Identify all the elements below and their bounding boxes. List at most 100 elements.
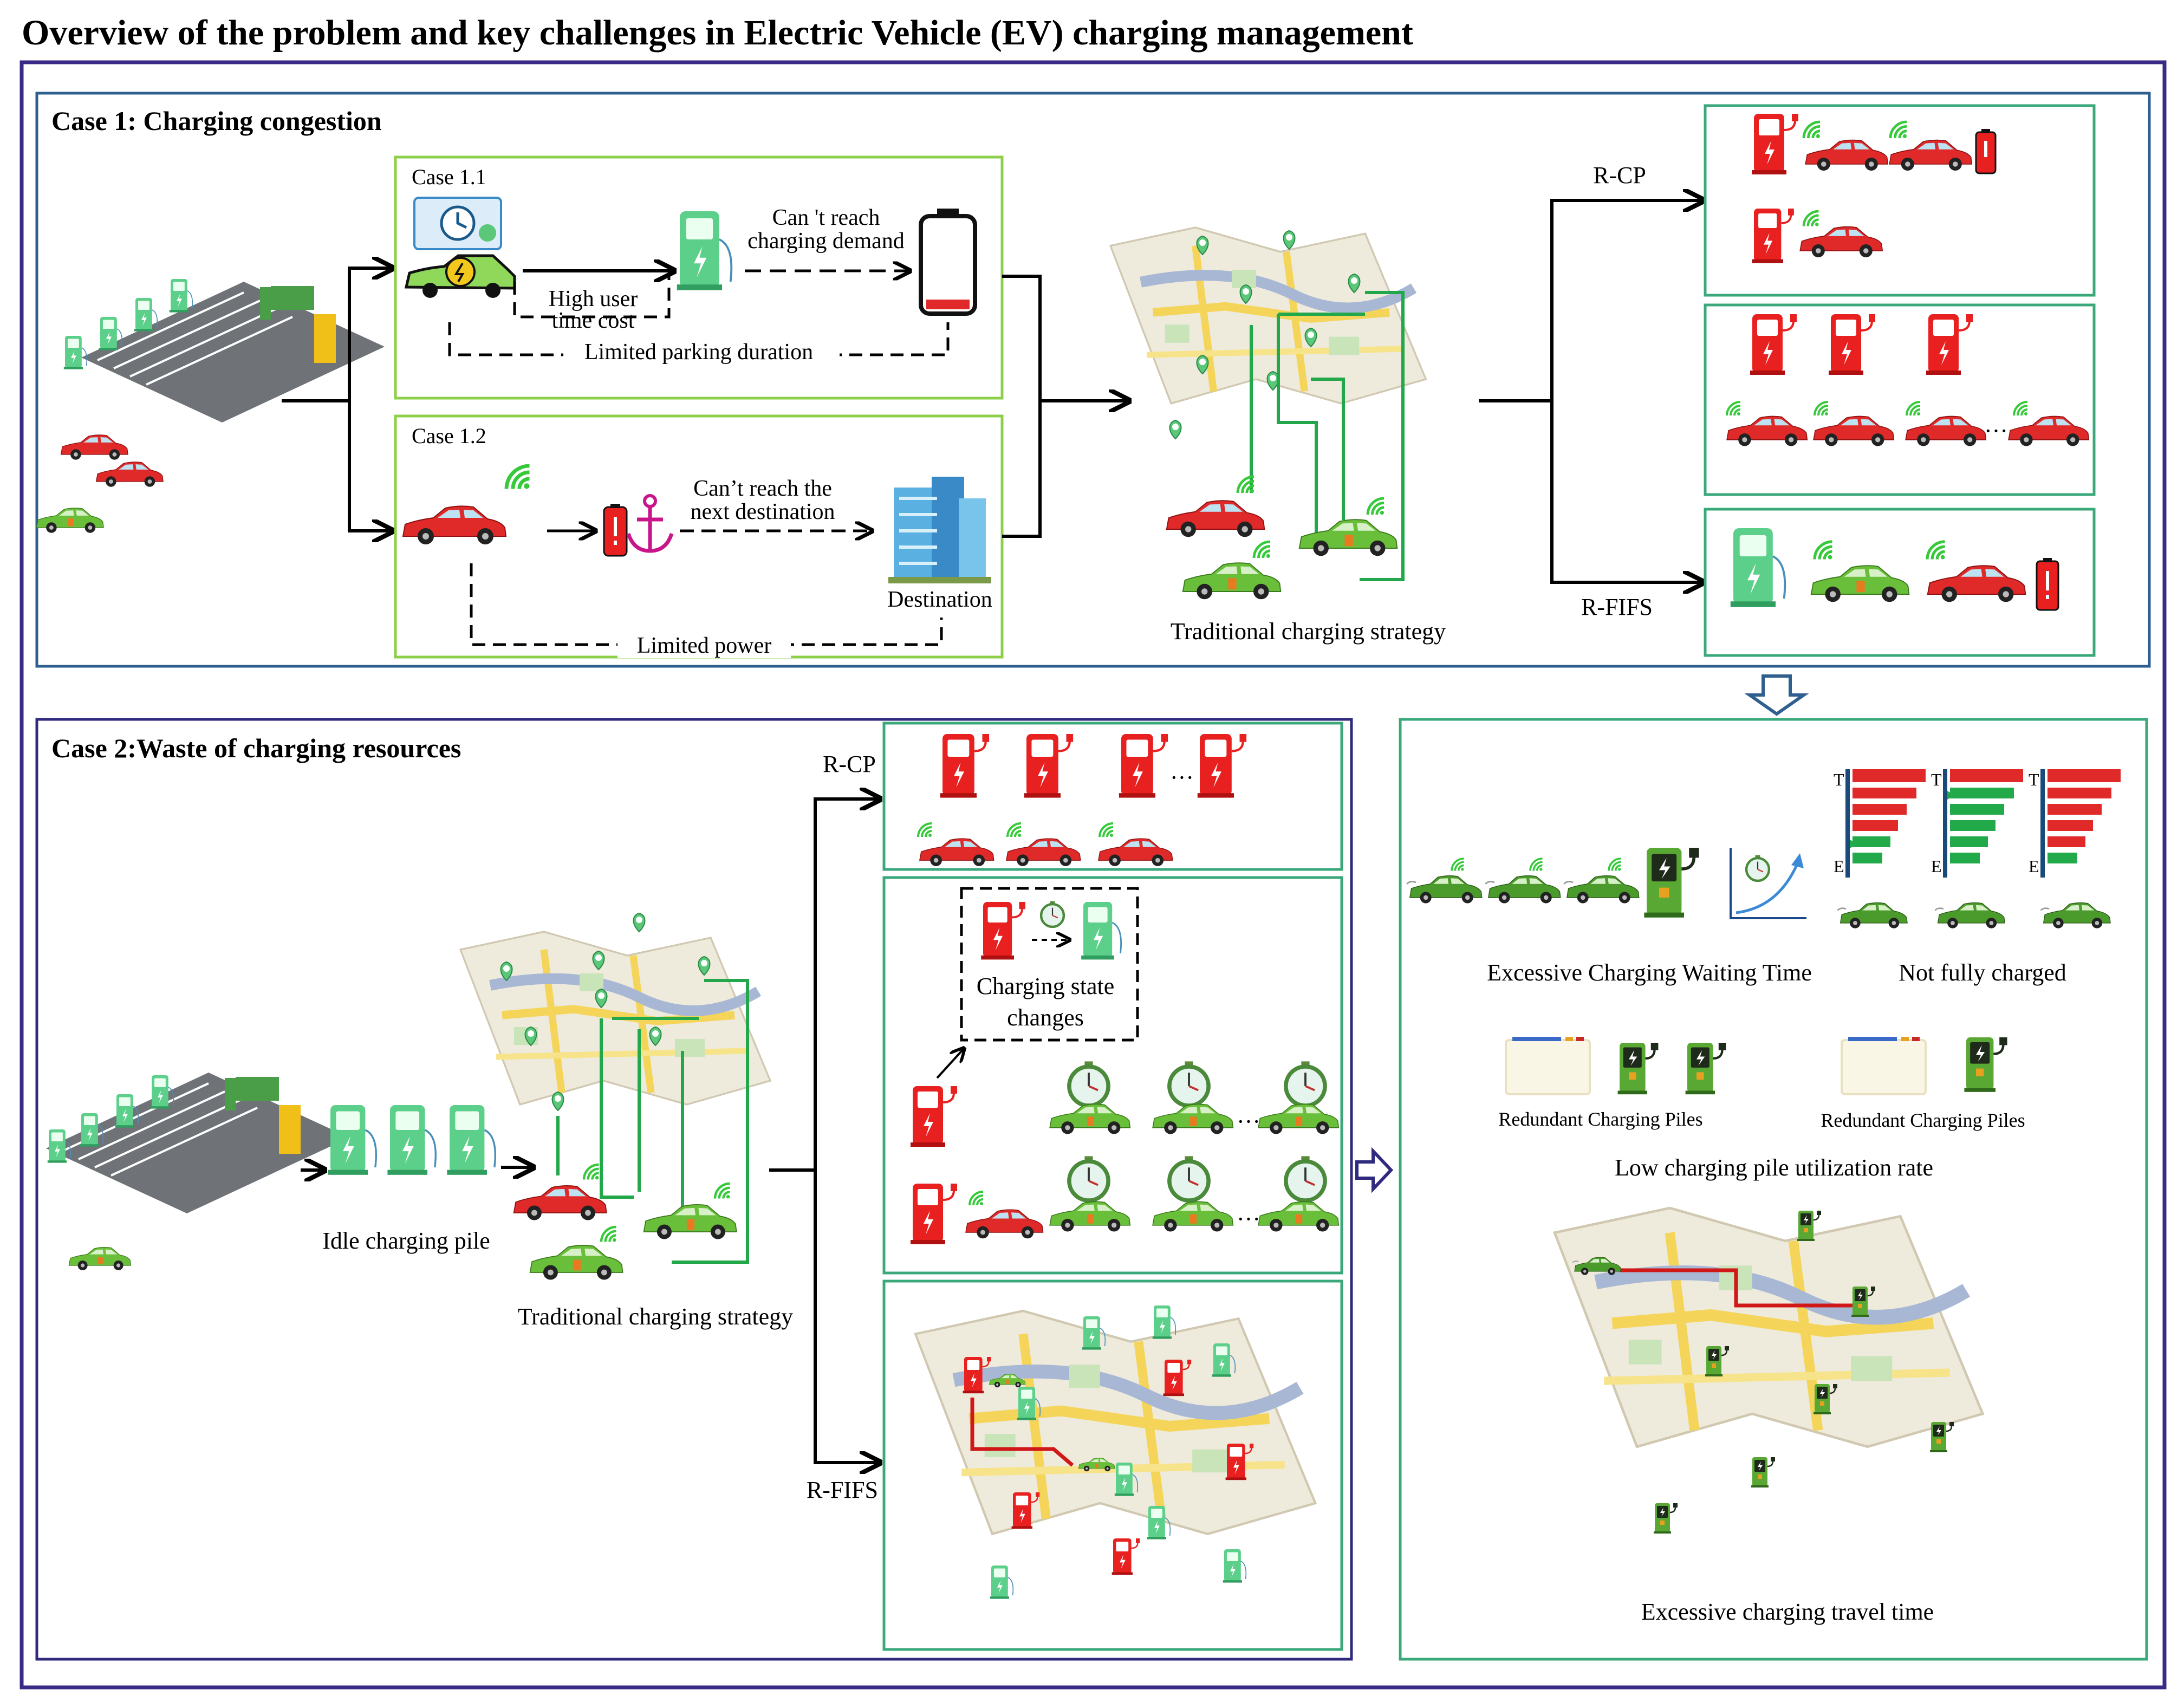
arrow-to-case2-rfifs xyxy=(814,1170,880,1463)
green-charger xyxy=(1729,527,1786,608)
red-car xyxy=(1799,226,1883,258)
red-charger xyxy=(980,901,1026,961)
bar-e-label: E xyxy=(2029,856,2039,876)
signal-icon xyxy=(2013,401,2029,417)
case1-heading: Case 1: Charging congestion xyxy=(51,106,382,136)
red-car xyxy=(965,1209,1044,1239)
branch-to-case11 xyxy=(282,268,393,402)
red-car xyxy=(1905,415,1987,447)
travel-red-route xyxy=(1620,1268,1863,1308)
red-charger xyxy=(1749,313,1798,376)
anchor-icon xyxy=(626,494,674,553)
stopwatch-icon xyxy=(1041,901,1064,927)
strategy-green-car-2 xyxy=(529,1245,623,1281)
case2-rfifs-box xyxy=(882,1279,1343,1651)
strategy-red-car xyxy=(513,1185,607,1221)
case12-signal-icon xyxy=(506,466,530,489)
travel-time-map xyxy=(1555,1208,1982,1447)
signal-icon xyxy=(601,1227,616,1242)
signal-icon xyxy=(1804,122,1820,138)
arrow-to-rcp xyxy=(1550,200,1704,401)
case2-routes xyxy=(556,979,749,1264)
strategy-green-car-1 xyxy=(643,1204,737,1240)
signal-icon xyxy=(1368,498,1384,515)
case1-rfifs-label: R-FIFS xyxy=(1581,594,1653,620)
signal-icon xyxy=(715,1184,730,1199)
red-charger xyxy=(1024,734,1073,798)
limited-parking-text: Limited parking duration xyxy=(584,340,813,365)
ellipsis: ··· xyxy=(1237,1108,1260,1135)
results-frame xyxy=(1399,718,2148,1661)
case1-rcp-label: R-CP xyxy=(1593,162,1646,189)
map-red-charger xyxy=(1111,1537,1141,1576)
green-car xyxy=(1258,1103,1340,1135)
ellipsis: ··· xyxy=(1170,764,1194,791)
cant-reach-demand-line1: Can 't reach xyxy=(772,205,880,230)
stopwatch-icon xyxy=(1286,1061,1325,1106)
branch-to-case12 xyxy=(348,401,393,531)
bar-t-label: T xyxy=(1931,770,1942,789)
waiting-car-3 xyxy=(1563,875,1640,904)
parking-duration-mask xyxy=(563,336,840,368)
arrow-into-state-box xyxy=(936,1048,964,1079)
red-charger xyxy=(1925,313,1974,376)
waiting-car-2 xyxy=(1484,875,1562,904)
signal-icon xyxy=(1451,858,1465,872)
limited-power-mask xyxy=(618,628,791,658)
low-utilization-label: Low charging pile utilization rate xyxy=(1615,1154,1933,1181)
red-car xyxy=(1098,838,1173,867)
low-battery-icon xyxy=(919,209,977,316)
redundant-charger xyxy=(1618,1043,1659,1094)
green-car xyxy=(1258,1201,1340,1232)
map-charger xyxy=(1653,1502,1679,1535)
green-car xyxy=(1152,1103,1234,1135)
strategy-red-car xyxy=(1166,500,1265,538)
waiting-time-label: Excessive Charging Waiting Time xyxy=(1487,959,1812,986)
case11-charger xyxy=(675,210,733,291)
charging-state-change-box xyxy=(960,887,1139,1042)
strategy-green-car-1 xyxy=(1298,519,1398,557)
green-charger xyxy=(1080,901,1122,960)
strategy-green-car-2 xyxy=(1182,562,1282,600)
map-pin xyxy=(1169,420,1182,439)
red-charger xyxy=(1119,734,1168,798)
stopwatch-icon xyxy=(1746,855,1769,881)
timer-cost-icon xyxy=(413,197,502,250)
destination-label: Destination xyxy=(887,587,992,612)
stopwatch-icon xyxy=(1286,1156,1325,1200)
destination-building-icon xyxy=(888,477,991,583)
rising-curve-icon xyxy=(1730,848,1806,919)
case2-rcp-box-1 xyxy=(882,722,1343,871)
rfifs-red-route xyxy=(970,1398,1074,1467)
charge-level-indicator-2: T E xyxy=(1931,769,2023,878)
map-pin xyxy=(551,1092,564,1111)
red-charger xyxy=(909,1085,958,1148)
map-green-charger xyxy=(989,1565,1014,1600)
low-battery-icon xyxy=(2036,558,2059,611)
ellipsis: ··· xyxy=(1237,1206,1260,1232)
bar-t-label: T xyxy=(2029,770,2039,789)
signal-icon xyxy=(1726,401,1741,417)
signal-icon xyxy=(1254,542,1270,558)
idle-charging-pile-label: Idle charging pile xyxy=(322,1227,490,1254)
red-car xyxy=(1889,139,1972,171)
map-pin xyxy=(1283,230,1296,250)
case12-label: Case 1.2 xyxy=(412,424,486,448)
charge-level-indicator-1: T E xyxy=(1834,769,1926,878)
case1-rcp-box-1 xyxy=(1704,104,2096,297)
case1-rcp-box-2 xyxy=(1704,303,2096,496)
signal-icon xyxy=(1804,211,1819,226)
signal-icon xyxy=(1006,822,1022,838)
parking-duration-dashed xyxy=(448,322,950,356)
not-full-car-3 xyxy=(2040,902,2111,930)
red-charger xyxy=(1751,113,1799,176)
arrow-to-rfifs xyxy=(1550,401,1704,582)
idle-charger-1 xyxy=(327,1104,378,1176)
case2-heading: Case 2:Waste of charging resources xyxy=(51,733,461,763)
map-charger xyxy=(1929,1421,1955,1453)
signal-icon xyxy=(917,822,933,838)
map-charger xyxy=(1750,1456,1776,1489)
red-car xyxy=(2008,415,2090,447)
idle-screen-icon-1 xyxy=(1505,1037,1591,1095)
case11-label: Case 1.1 xyxy=(412,165,486,189)
